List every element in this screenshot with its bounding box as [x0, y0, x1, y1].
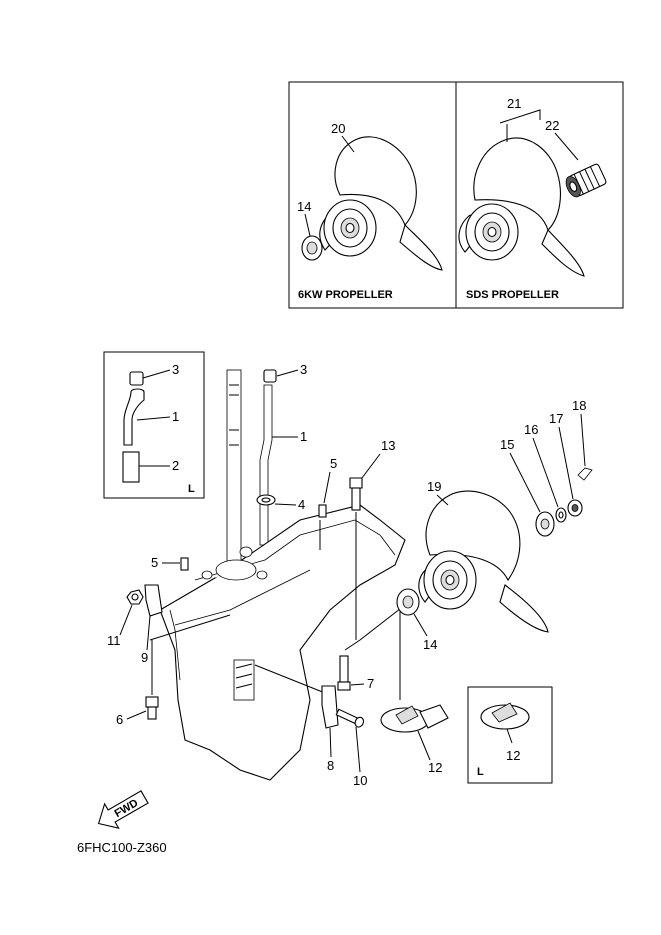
callout-3: 3: [300, 362, 307, 377]
callout-5-left: 5: [151, 555, 158, 570]
caption-sds-propeller: SDS PROPELLER: [466, 289, 559, 301]
lower-casing-drawing: [149, 369, 406, 781]
callout-19: 19: [427, 479, 441, 494]
hose-inset-caption: L: [188, 483, 195, 495]
hose-inset-box: [103, 351, 205, 499]
callout-12: 12: [428, 760, 442, 775]
callout-15: 15: [500, 437, 514, 452]
anode-inset-part: [480, 702, 530, 730]
callout-12-inset: 12: [506, 748, 520, 763]
callout-20: 20: [331, 121, 345, 136]
callout-14-top: 14: [297, 199, 311, 214]
callout-6: 6: [116, 712, 123, 727]
callout-13: 13: [381, 438, 395, 453]
callout-14: 14: [423, 637, 437, 652]
callout-2-inset: 2: [172, 458, 179, 473]
diagram-code: 6FHC100-Z360: [77, 840, 167, 855]
propeller-sds-drawing: [458, 137, 607, 277]
propeller-19-drawing: [418, 490, 549, 633]
callout-3-inset: 3: [172, 362, 179, 377]
callout-21: 21: [507, 96, 521, 111]
propeller-6kw-drawing: [301, 136, 443, 271]
callout-1-inset: 1: [172, 409, 179, 424]
callout-22: 22: [545, 118, 559, 133]
callout-11: 11: [107, 633, 121, 648]
propeller-inset-panel: [288, 81, 624, 309]
callout-7: 7: [367, 676, 374, 691]
caption-6kw-propeller: 6KW PROPELLER: [298, 289, 393, 301]
fwd-arrow-icon: FWD: [97, 790, 149, 829]
callout-10: 10: [353, 773, 367, 788]
callout-4: 4: [298, 497, 305, 512]
callout-18: 18: [572, 398, 586, 413]
callout-9: 9: [141, 650, 148, 665]
hose-inset-parts: [122, 369, 171, 483]
main-small-parts: [126, 369, 593, 733]
callout-17: 17: [549, 411, 563, 426]
callout-16: 16: [524, 422, 538, 437]
anode-inset-box: [467, 686, 553, 784]
anode-inset-caption: L: [477, 766, 484, 778]
fwd-arrow-label: FWD: [113, 797, 141, 820]
callout-8: 8: [327, 758, 334, 773]
callout-5-top: 5: [330, 456, 337, 471]
callout-1: 1: [300, 429, 307, 444]
